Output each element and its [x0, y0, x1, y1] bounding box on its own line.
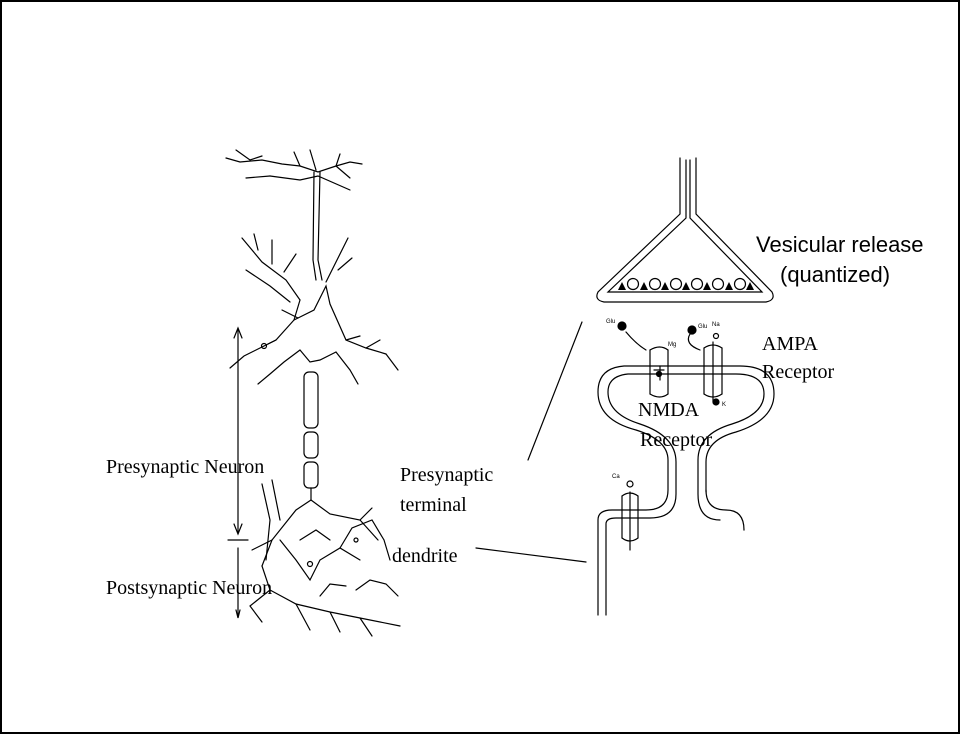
glu-left-label: Glu [606, 319, 615, 325]
mg-label: Mg [668, 342, 676, 348]
vesicular-release-label-line2: (quantized) [780, 264, 890, 286]
vesicular-release-label-line1: Vesicular release [756, 234, 924, 256]
glu-right-label: Glu [698, 324, 707, 330]
nmda-label-line2: Receptor [640, 430, 712, 450]
presynaptic-terminal-drawing [597, 158, 773, 302]
ampa-receptor-drawing [704, 334, 722, 406]
presynaptic-terminal-leader [528, 322, 582, 460]
presynaptic-neuron-label: Presynaptic Neuron [106, 457, 264, 477]
postsynaptic-neuron-label: Postsynaptic Neuron [106, 578, 272, 598]
ca-label: Ca [612, 474, 620, 480]
presynaptic-terminal-label-line2: terminal [400, 495, 467, 515]
nmda-label-line1: NMDA [638, 400, 699, 420]
postsynaptic-neuron-drawing [250, 480, 400, 636]
k-label: K [722, 402, 726, 408]
nmda-receptor-drawing [650, 347, 668, 397]
calcium-channel-drawing [622, 481, 638, 550]
presynaptic-neuron-drawing [226, 150, 398, 566]
dendrite-label: dendrite [392, 546, 458, 566]
na-label: Na [712, 322, 720, 328]
glutamate-molecules [618, 322, 700, 350]
dendrite-leader [476, 548, 586, 562]
ampa-label-line1: AMPA [762, 334, 818, 354]
presynaptic-terminal-label-line1: Presynaptic [400, 465, 493, 485]
ampa-label-line2: Receptor [762, 362, 834, 382]
